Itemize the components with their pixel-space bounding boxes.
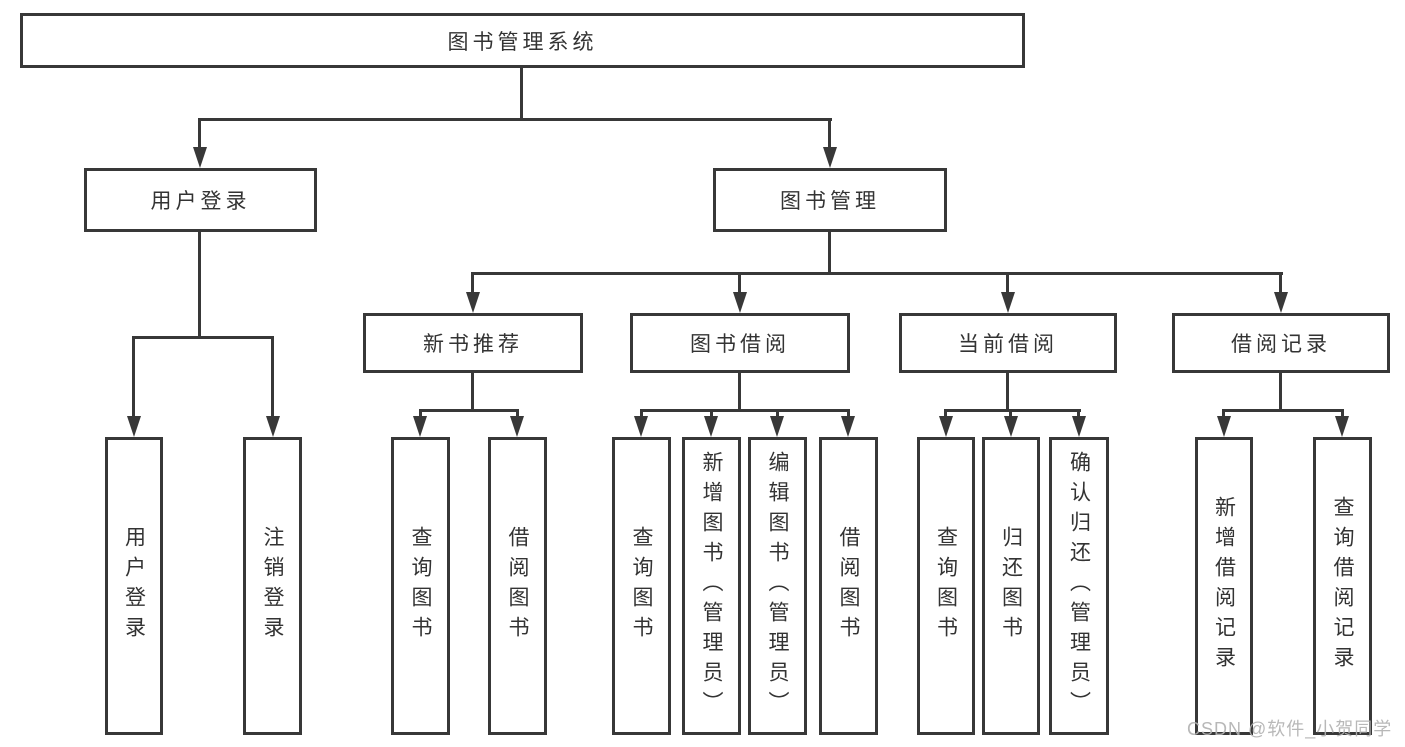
connector-current-borrow-stub [1006,272,1009,298]
arrowhead-icon [1217,416,1231,437]
arrowhead-icon [634,416,648,437]
node-nbr-borrow-books-label: 借阅图书 [506,526,529,646]
connector-borrow-records-stub [1279,272,1282,298]
node-user-login: 用户登录 [84,168,317,232]
node-borrowing-records: 借阅记录 [1172,313,1390,373]
arrowhead-icon [1001,292,1015,313]
connector-cb-leaf-stub [944,409,947,419]
connector-bb-leaf-stub [847,409,850,419]
node-new-book-recommendation: 新书推荐 [363,313,583,373]
arrowhead-icon [823,147,837,168]
node-bb-edit-books-admin-label: 编辑图书（管理员） [766,451,789,721]
connector-user-login-drop [198,232,201,339]
arrowhead-icon [704,416,718,437]
node-bb-query-books: 查询图书 [612,437,671,735]
node-br-add-record: 新增借阅记录 [1195,437,1253,735]
connector-bb-leaf-stub [776,409,779,419]
connector-br-drop [1279,373,1282,412]
arrowhead-icon [266,416,280,437]
connector-cb-drop [1006,373,1009,412]
arrowhead-icon [770,416,784,437]
arrowhead-icon [1274,292,1288,313]
arrowhead-icon [413,416,427,437]
node-logout-leaf: 注销登录 [243,437,302,735]
arrowhead-icon [1072,416,1086,437]
node-bb-add-books-admin-label: 新增图书（管理员） [700,451,723,721]
arrowhead-icon [733,292,747,313]
connector-cb-leaf-stub [1009,409,1012,419]
node-br-query-record-label: 查询借阅记录 [1331,496,1354,676]
node-login-leaf: 用户登录 [105,437,163,735]
arrowhead-icon [127,416,141,437]
node-book-management: 图书管理 [713,168,947,232]
node-logout-leaf-label: 注销登录 [261,526,284,646]
node-current-borrowing-label: 当前借阅 [958,333,1058,356]
node-cb-confirm-return-admin: 确认归还（管理员） [1049,437,1109,735]
connector-br-leaf-stub [1341,409,1344,419]
node-borrowing-records-label: 借阅记录 [1231,333,1331,356]
connector-logout-leaf-stub [271,336,274,420]
connector-nbr-rail [419,409,519,412]
arrowhead-icon [939,416,953,437]
connector-cb-rail [944,409,1081,412]
node-current-borrowing: 当前借阅 [899,313,1117,373]
connector-br-rail [1222,409,1343,412]
connector-book-borrow-stub [738,272,741,298]
node-new-book-recommendation-label: 新书推荐 [423,333,523,356]
connector-book-mgmt-drop [828,232,831,275]
connector-level1-rail [198,118,832,121]
connector-nbr-leaf-stub [419,409,422,419]
connector-user-login-rail [132,336,274,339]
node-bb-query-books-label: 查询图书 [630,526,653,646]
node-book-management-label: 图书管理 [780,190,880,213]
connector-bb-rail [640,409,850,412]
node-book-borrowing: 图书借阅 [630,313,850,373]
node-login-leaf-label: 用户登录 [122,526,146,646]
connector-new-book-stub [471,272,474,298]
connector-nbr-leaf-stub [516,409,519,419]
connector-br-leaf-stub [1222,409,1225,419]
node-book-borrowing-label: 图书借阅 [690,333,790,356]
node-cb-query-books-label: 查询图书 [934,526,958,646]
node-br-add-record-label: 新增借阅记录 [1212,496,1236,676]
node-nbr-query-books-label: 查询图书 [409,526,432,646]
arrowhead-icon [841,416,855,437]
arrowhead-icon [466,292,480,313]
connector-root-drop [520,68,523,120]
node-bb-borrow-books-label: 借阅图书 [837,526,860,646]
node-cb-return-books-label: 归还图书 [999,526,1023,646]
node-root: 图书管理系统 [20,13,1025,68]
arrowhead-icon [1004,416,1018,437]
node-br-query-record: 查询借阅记录 [1313,437,1372,735]
csdn-watermark: CSDN @软件_小贺同学 [1187,719,1393,739]
connector-cb-leaf-stub [1077,409,1080,419]
connector-nbr-drop [471,373,474,412]
arrowhead-icon [193,147,207,168]
arrowhead-icon [1335,416,1349,437]
connector-bb-leaf-stub [710,409,713,419]
node-root-label: 图书管理系统 [447,30,598,54]
node-bb-add-books-admin: 新增图书（管理员） [682,437,741,735]
node-nbr-query-books: 查询图书 [391,437,450,735]
connector-book-mgmt-stub [828,118,831,152]
connector-level2-rail [471,272,1283,275]
connector-login-leaf-stub [132,336,135,420]
node-nbr-borrow-books: 借阅图书 [488,437,547,735]
node-user-login-label: 用户登录 [150,190,251,213]
node-cb-return-books: 归还图书 [982,437,1040,735]
node-cb-confirm-return-admin-label: 确认归还（管理员） [1067,451,1091,721]
connector-bb-leaf-stub [640,409,643,419]
node-cb-query-books: 查询图书 [917,437,975,735]
node-bb-borrow-books: 借阅图书 [819,437,878,735]
connector-user-login-stub [198,118,201,152]
connector-bb-drop [738,373,741,412]
node-bb-edit-books-admin: 编辑图书（管理员） [748,437,807,735]
arrowhead-icon [510,416,524,437]
